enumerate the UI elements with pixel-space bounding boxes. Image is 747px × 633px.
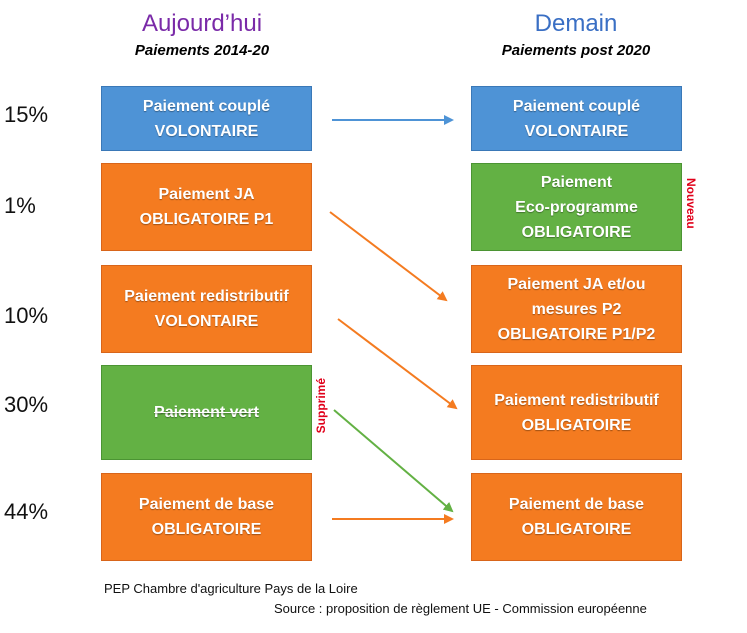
box-line: Paiement JA et/ou <box>507 275 646 293</box>
box-line: OBLIGATOIRE <box>521 521 632 538</box>
box-today-paiement-ja: Paiement JA OBLIGATOIRE P1 <box>101 163 312 251</box>
box-today-paiement-vert: Paiement vert <box>101 365 312 460</box>
box-today-paiement-de-base: Paiement de base OBLIGATOIRE <box>101 473 312 561</box>
arrow-ja <box>329 211 448 302</box>
share-vert: 30% <box>4 392 49 417</box>
box-line: OBLIGATOIRE <box>521 416 632 434</box>
box-today-paiement-redistributif: Paiement redistributif VOLONTAIRE <box>101 265 312 353</box>
box-tomorrow-paiement-couple: Paiement couplé VOLONTAIRE <box>471 86 682 151</box>
box-line: Paiement de base <box>508 496 645 513</box>
arrow-redistributif <box>337 318 458 410</box>
box-line: mesures P2 <box>531 300 622 318</box>
box-line: Paiement vert <box>154 404 259 421</box>
box-line: Paiement couplé <box>512 97 641 115</box>
arrow-vert-to-base <box>333 409 454 513</box>
today-title: Aujourd’hui <box>141 10 263 37</box>
share-redistributif: 10% <box>4 303 49 328</box>
tomorrow-subtitle: Paiements post 2020 <box>501 42 651 59</box>
box-line: Paiement couplé <box>142 97 271 115</box>
box-line: OBLIGATOIRE P1 <box>139 211 274 228</box>
box-line: VOLONTAIRE <box>524 122 629 140</box>
box-line: OBLIGATOIRE P1/P2 <box>497 325 656 343</box>
box-line: Paiement redistributif <box>494 391 659 409</box>
box-line: VOLONTAIRE <box>154 313 259 330</box>
share-couple: 15% <box>4 102 49 127</box>
box-today-paiement-couple: Paiement couplé VOLONTAIRE <box>101 86 312 151</box>
box-line: Paiement redistributif <box>124 288 289 305</box>
box-tomorrow-paiement-ja-mesures-p2: Paiement JA et/ou mesures P2 OBLIGATOIRE… <box>471 265 682 353</box>
footer-source: Source : proposition de règlement UE - C… <box>274 601 647 616</box>
new-label: Nouveau <box>684 178 698 229</box>
box-line: Eco-programme <box>515 198 638 216</box>
box-line: OBLIGATOIRE <box>521 223 632 241</box>
tomorrow-title: Demain <box>534 10 618 37</box>
box-line: Paiement de base <box>138 496 275 513</box>
box-tomorrow-paiement-de-base: Paiement de base OBLIGATOIRE <box>471 473 682 561</box>
footer-author: PEP Chambre d'agriculture Pays de la Loi… <box>104 581 358 596</box>
share-ja: 1% <box>4 193 36 218</box>
box-line: Paiement <box>540 173 613 191</box>
today-subtitle: Paiements 2014-20 <box>134 42 270 59</box>
box-tomorrow-eco-programme: Paiement Eco-programme OBLIGATOIRE <box>471 163 682 251</box>
box-line: Paiement JA <box>158 186 255 203</box>
share-base: 44% <box>4 499 49 524</box>
box-line: VOLONTAIRE <box>154 122 259 140</box>
box-line: OBLIGATOIRE <box>151 521 262 538</box>
box-tomorrow-paiement-redistributif: Paiement redistributif OBLIGATOIRE <box>471 365 682 460</box>
